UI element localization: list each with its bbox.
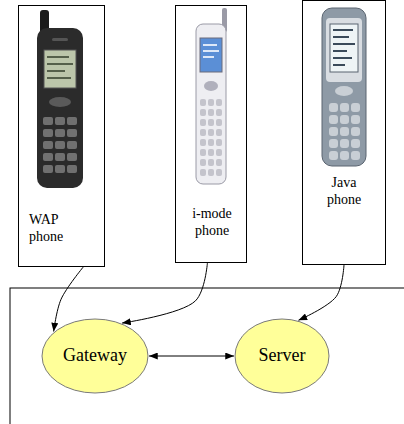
phone-navkey xyxy=(49,97,71,107)
screen-line xyxy=(203,44,217,46)
java-phone-picture xyxy=(322,8,366,166)
connector-arrow xyxy=(149,356,234,357)
phone-body xyxy=(196,24,226,184)
phone-screen xyxy=(44,50,76,88)
phone-speaker xyxy=(52,38,68,41)
node-label: Server xyxy=(259,345,306,367)
wap-phone-picture xyxy=(37,10,83,188)
screen-line xyxy=(333,36,349,38)
network-frame xyxy=(10,288,404,424)
device-box: WAP phone xyxy=(18,5,105,267)
connector-arrow xyxy=(122,263,207,323)
node-label: Gateway xyxy=(63,345,127,367)
phone-body xyxy=(37,28,83,188)
phone-navkey xyxy=(335,86,353,96)
service-ellipse: Gateway xyxy=(41,318,149,394)
screen-line xyxy=(333,43,355,45)
screen-line xyxy=(47,77,71,79)
phone-face xyxy=(326,18,362,82)
phone-keypad xyxy=(199,98,223,178)
imode-phone-picture xyxy=(196,8,227,184)
phone-keypad xyxy=(328,102,361,162)
ellipse-shape xyxy=(235,319,329,393)
phone-navkey xyxy=(204,81,218,91)
phone-screen xyxy=(330,24,358,72)
screen-line xyxy=(333,50,347,52)
screen-line xyxy=(203,56,214,58)
screen-line xyxy=(333,57,352,59)
node-label: i-mode phone xyxy=(184,206,240,240)
screen-line xyxy=(47,56,69,58)
device-box: Java phone xyxy=(302,0,386,265)
service-ellipse: Server xyxy=(234,318,330,394)
phone-body xyxy=(322,8,366,166)
screen-line xyxy=(47,63,73,65)
connector-arrow xyxy=(298,265,344,320)
device-box: i-mode phone xyxy=(175,5,247,263)
node-label: WAP phone xyxy=(29,212,85,246)
ellipse-shape xyxy=(42,319,148,393)
screen-line xyxy=(333,64,345,66)
screen-line xyxy=(333,29,353,31)
phone-screen xyxy=(200,38,222,72)
phone-keypad xyxy=(42,116,78,176)
screen-line xyxy=(47,70,65,72)
node-label: Java phone xyxy=(315,175,373,209)
screen-line xyxy=(203,50,219,52)
